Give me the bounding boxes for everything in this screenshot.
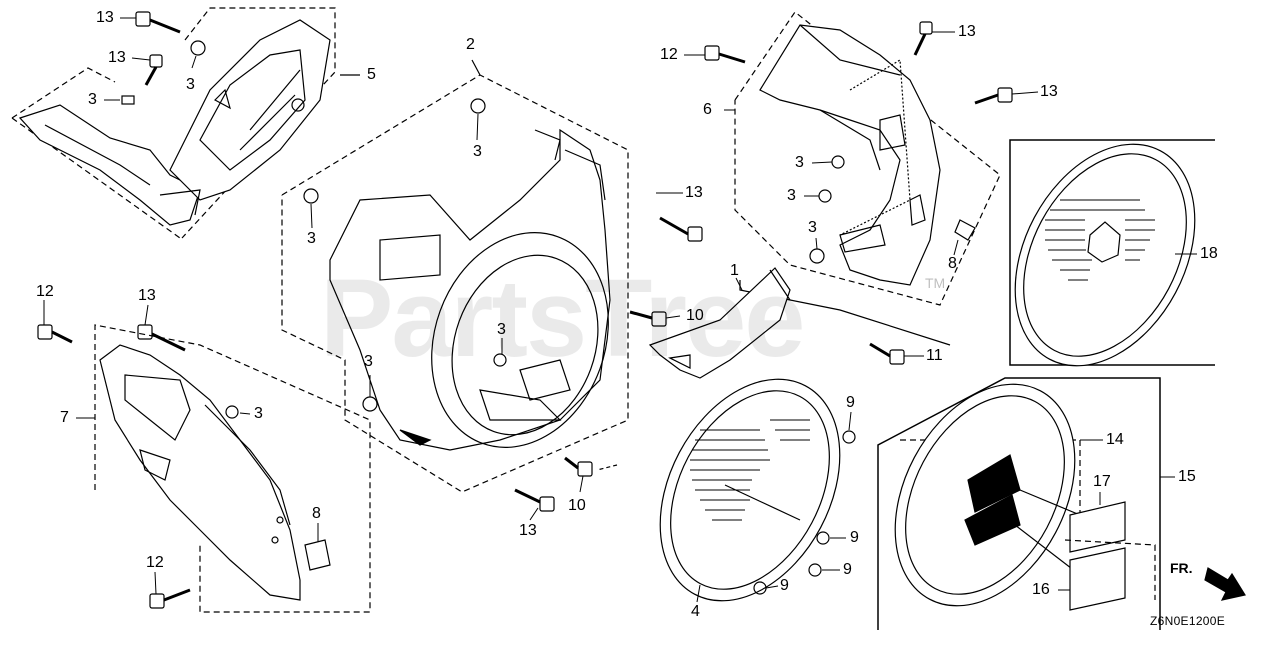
callout-3: 3 [254, 405, 263, 422]
nut-3-g [809, 248, 825, 264]
nut-3-h [362, 396, 378, 412]
watermark: PartsTree [320, 257, 805, 380]
callout-11: 11 [926, 347, 943, 364]
bolt-12-a [37, 324, 73, 344]
callout-3: 3 [186, 76, 195, 93]
nut-3-d [303, 188, 319, 204]
callout-13: 13 [138, 287, 156, 304]
callout-15: 15 [1178, 468, 1196, 485]
bolt-10-a [629, 310, 667, 327]
callout-10: 10 [686, 307, 704, 324]
callout-8: 8 [312, 505, 321, 522]
callout-3: 3 [364, 353, 373, 370]
nut-3-e [831, 155, 845, 169]
callout-3: 3 [473, 143, 482, 160]
clip-3-b [121, 95, 135, 105]
callout-13: 13 [108, 49, 126, 66]
part-2-fan-cover [281, 59, 629, 493]
callout-3: 3 [795, 154, 804, 171]
nut-3-c [470, 98, 486, 114]
bolt-13-g [514, 488, 555, 512]
callout-17: 17 [1093, 473, 1111, 490]
callout-12: 12 [36, 283, 54, 300]
callout-18: 18 [1200, 245, 1218, 262]
bolt-13-f [137, 324, 186, 352]
callout-16: 16 [1032, 581, 1050, 598]
callout-10: 10 [568, 497, 586, 514]
screw-9-a [842, 430, 856, 444]
nut-3-a [190, 40, 206, 56]
callout-9: 9 [843, 561, 852, 578]
callout-13: 13 [1040, 83, 1058, 100]
callout-9: 9 [850, 529, 859, 546]
clip-8-b [304, 539, 331, 571]
direction-label: FR. [1170, 560, 1193, 576]
callout-2: 2 [466, 36, 475, 53]
callout-7: 7 [60, 409, 69, 426]
part-4-screen [659, 378, 841, 602]
callout-8: 8 [948, 255, 957, 272]
bolt-10-b [564, 456, 593, 477]
label-17 [1069, 501, 1126, 553]
part-18-screen [1009, 139, 1215, 367]
bolt-11 [869, 342, 905, 365]
part-15-plate-assembly [877, 377, 1161, 630]
callout-14: 14 [1106, 431, 1124, 448]
callout-5: 5 [367, 66, 376, 83]
callout-1: 1 [730, 262, 739, 279]
nut-3-i [493, 353, 507, 367]
callout-3: 3 [88, 91, 97, 108]
callout-12: 12 [146, 554, 164, 571]
bolt-13-d [913, 21, 933, 56]
callout-9: 9 [780, 577, 789, 594]
part-6-shroud [734, 11, 1001, 306]
bolt-12-c [149, 588, 191, 609]
fr-direction-arrow [1204, 567, 1246, 601]
clip-8-a [954, 219, 976, 241]
bolt-13-b [144, 54, 163, 86]
bolt-13-a [135, 11, 181, 34]
callout-9: 9 [846, 394, 855, 411]
callout-6: 6 [703, 101, 712, 118]
label-16 [1069, 547, 1126, 611]
callout-13: 13 [685, 184, 703, 201]
part-7-cover [94, 324, 371, 613]
callout-12: 12 [660, 46, 678, 63]
nut-3-f [818, 189, 832, 203]
watermark-trademark: TM [925, 275, 946, 291]
callout-13: 13 [96, 9, 114, 26]
screw-9-c [808, 563, 822, 577]
part-5-shroud [11, 7, 336, 239]
callout-3: 3 [787, 187, 796, 204]
bolt-13-c [659, 216, 703, 242]
callout-4: 4 [691, 603, 700, 620]
bolt-12-b [704, 45, 746, 64]
callout-13: 13 [519, 522, 537, 539]
callout-3: 3 [808, 219, 817, 236]
screw-9-b [816, 531, 830, 545]
nut-3-j [225, 405, 239, 419]
diagram-code: Z6N0E1200E [1150, 614, 1226, 628]
bolt-13-e [974, 87, 1013, 105]
callout-3: 3 [307, 230, 316, 247]
callout-13: 13 [958, 23, 976, 40]
callout-3: 3 [497, 321, 506, 338]
